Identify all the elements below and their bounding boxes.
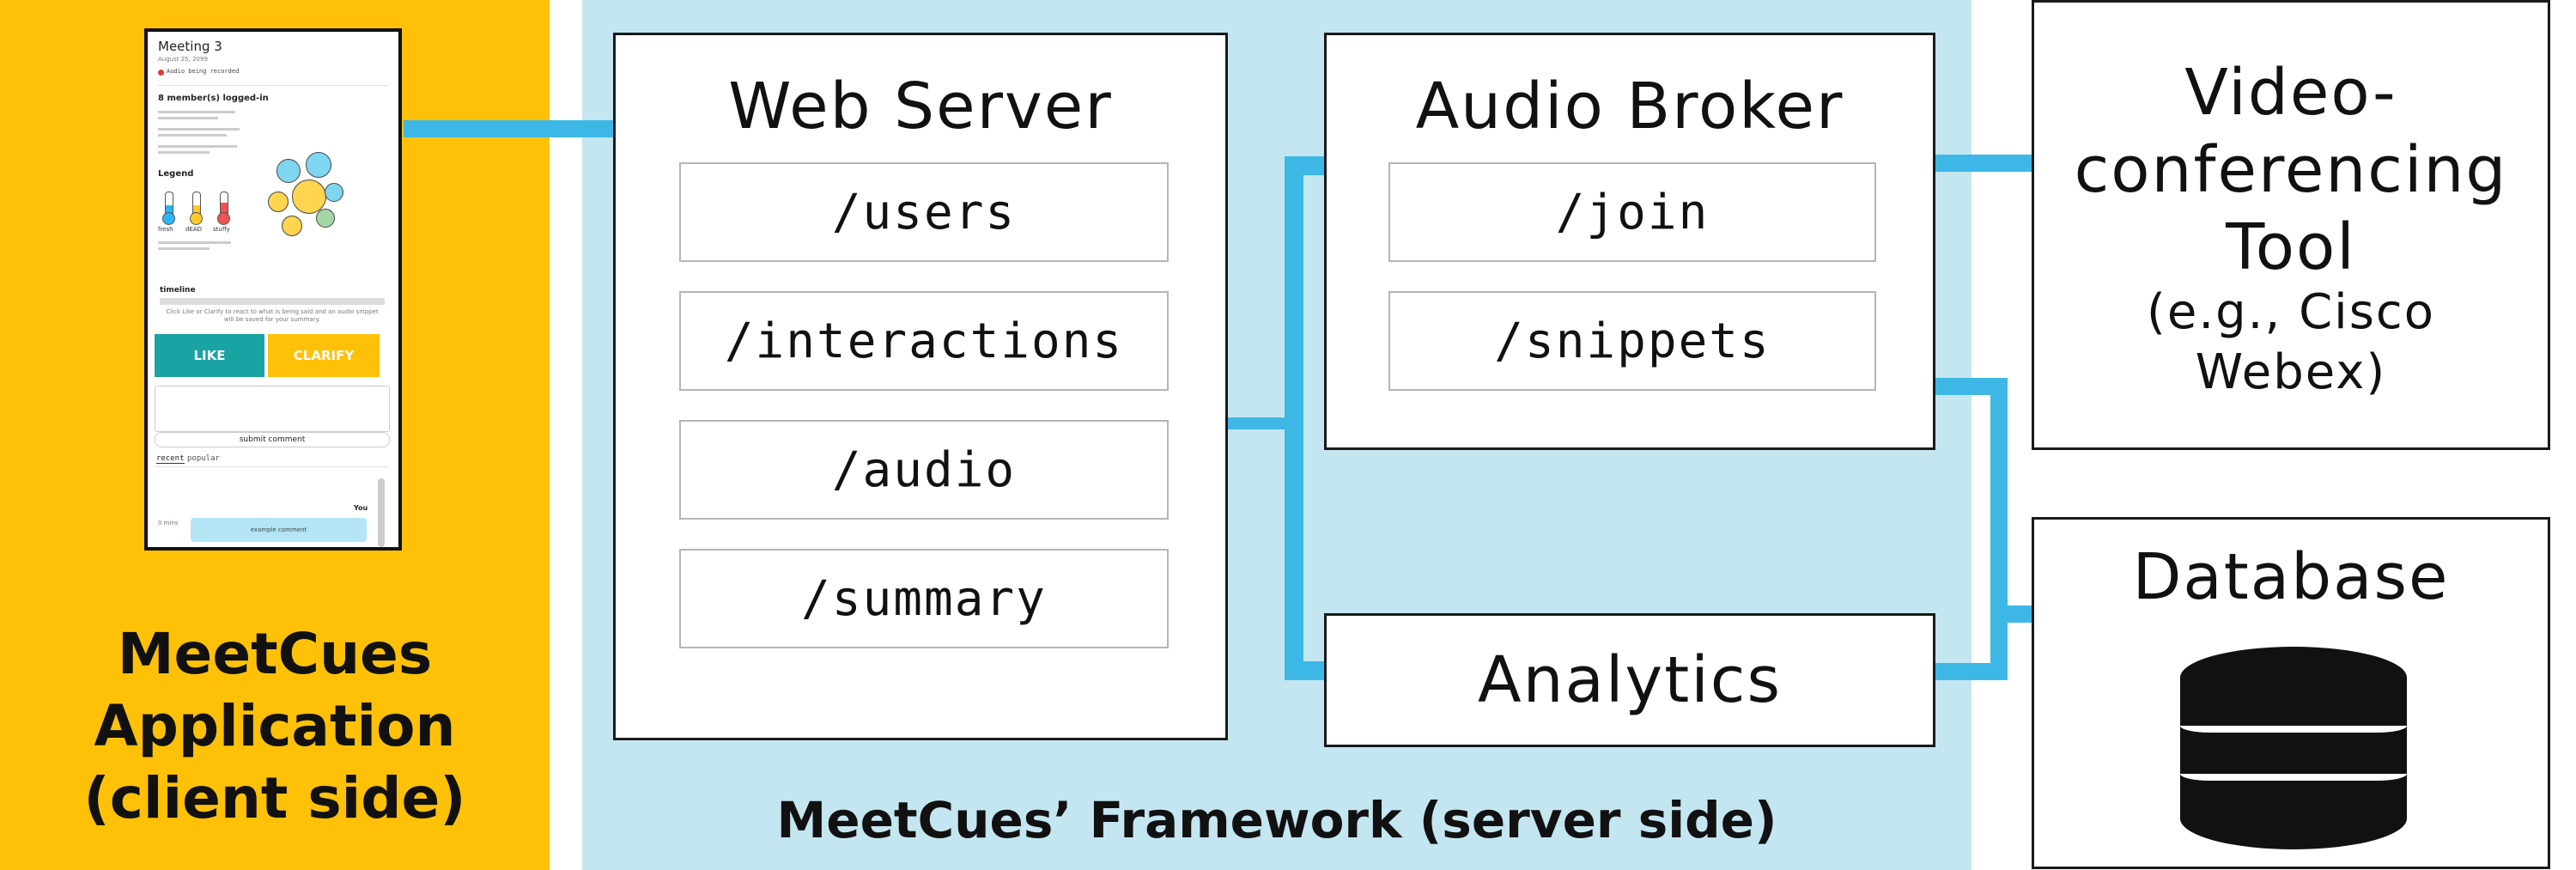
text-placeholder — [158, 145, 237, 148]
face-emoji-icon — [282, 216, 302, 236]
analytics-title: Analytics — [1477, 643, 1783, 717]
text-placeholder — [158, 241, 231, 244]
tab-popular[interactable]: popular — [187, 454, 220, 463]
legend-title: Legend — [158, 169, 194, 179]
recording-status: Audio being recorded — [167, 68, 240, 75]
like-button[interactable]: LIKE — [155, 334, 264, 377]
endpoint-audio: /audio — [679, 420, 1169, 520]
text-placeholder — [158, 151, 210, 154]
face-emoji-icon — [325, 183, 343, 202]
endpoint-snippets: /snippets — [1388, 291, 1876, 391]
divider — [158, 85, 388, 86]
connector-db-vertical — [1990, 378, 2008, 680]
video-tool-title-line: conferencing — [2074, 133, 2508, 207]
connector-bus-vertical — [1285, 156, 1303, 680]
scrollbar[interactable] — [378, 478, 385, 547]
meeting-date: August 25, 2099 — [158, 56, 208, 63]
server-side-label: MeetCues’ Framework (server side) — [776, 791, 1777, 849]
database-icon — [2180, 647, 2407, 849]
endpoint-interactions: /interactions — [679, 291, 1169, 391]
text-placeholder — [158, 247, 210, 250]
connector-bus-analytics — [1285, 661, 1326, 680]
comment-textarea[interactable] — [155, 386, 390, 432]
endpoint-users: /users — [679, 162, 1169, 262]
connector-bus-broker — [1285, 156, 1326, 175]
phone-mockup: Meeting 3 August 25, 2099 Audio being re… — [144, 28, 402, 551]
thermometer-bulb-icon — [217, 212, 230, 225]
face-emoji-icon — [306, 152, 331, 178]
tab-recent[interactable]: recent — [156, 454, 185, 464]
analytics-box: Analytics — [1324, 613, 1935, 747]
reaction-instructions: Click Like or Clarify to react to what i… — [166, 308, 379, 323]
recording-dot-icon — [158, 70, 164, 76]
video-conferencing-tool-box: Video- conferencing Tool (e.g., Cisco We… — [2032, 0, 2550, 450]
connector-app-webserver — [404, 120, 614, 137]
audio-broker-title: Audio Broker — [1415, 70, 1844, 143]
clarify-button[interactable]: CLARIFY — [268, 334, 380, 377]
connector-db-stub — [1990, 605, 2035, 623]
connector-bus-horizontal — [1226, 417, 1303, 429]
face-emoji-icon — [292, 179, 326, 214]
connector-analytics-db — [1934, 663, 2008, 680]
text-placeholder — [158, 117, 218, 119]
legend-item-stuffy: stuffy — [213, 226, 230, 233]
thermometer-bulb-icon — [190, 212, 203, 225]
comment-time: 0 mins — [158, 520, 179, 526]
database-title: Database — [2132, 540, 2450, 614]
web-server-title: Web Server — [728, 70, 1113, 143]
timeline-bar[interactable] — [160, 298, 385, 305]
database-box: Database — [2032, 517, 2550, 869]
legend-item-fresh: fresh — [158, 226, 173, 233]
submit-comment-button[interactable]: submit comment — [155, 432, 390, 447]
endpoint-join: /join — [1388, 162, 1876, 262]
comment-author: You — [354, 504, 368, 512]
video-tool-subtitle-line: (e.g., Cisco — [2147, 284, 2435, 340]
face-emoji-icon — [268, 192, 289, 212]
members-count: 8 member(s) logged-in — [158, 94, 269, 103]
legend-item-dead: dEAD — [185, 226, 203, 233]
divider — [155, 466, 388, 467]
timeline-label: timeline — [160, 286, 196, 295]
thermometer-bulb-icon — [162, 212, 175, 225]
connector-app-webserver-down — [597, 120, 614, 131]
face-emoji-icon — [316, 209, 335, 228]
video-tool-subtitle-line: Webex) — [2195, 344, 2387, 400]
meeting-title: Meeting 3 — [158, 39, 222, 54]
video-tool-title-line: Video- — [2184, 56, 2397, 130]
face-emoji-icon — [276, 159, 301, 183]
connector-broker-video — [1934, 155, 2033, 172]
endpoint-summary: /summary — [679, 549, 1169, 648]
audio-broker-box: Audio Broker /join /snippets — [1324, 33, 1935, 450]
text-placeholder — [158, 111, 235, 113]
web-server-box: Web Server /users /interactions /audio /… — [613, 33, 1228, 740]
comment-bubble: example comment — [191, 518, 367, 542]
text-placeholder — [158, 128, 240, 131]
text-placeholder — [158, 134, 227, 137]
video-tool-title-line: Tool — [2226, 210, 2356, 284]
client-side-label: MeetCues Application (client side) — [83, 621, 466, 831]
connector-broker-db-h — [1934, 378, 2002, 395]
